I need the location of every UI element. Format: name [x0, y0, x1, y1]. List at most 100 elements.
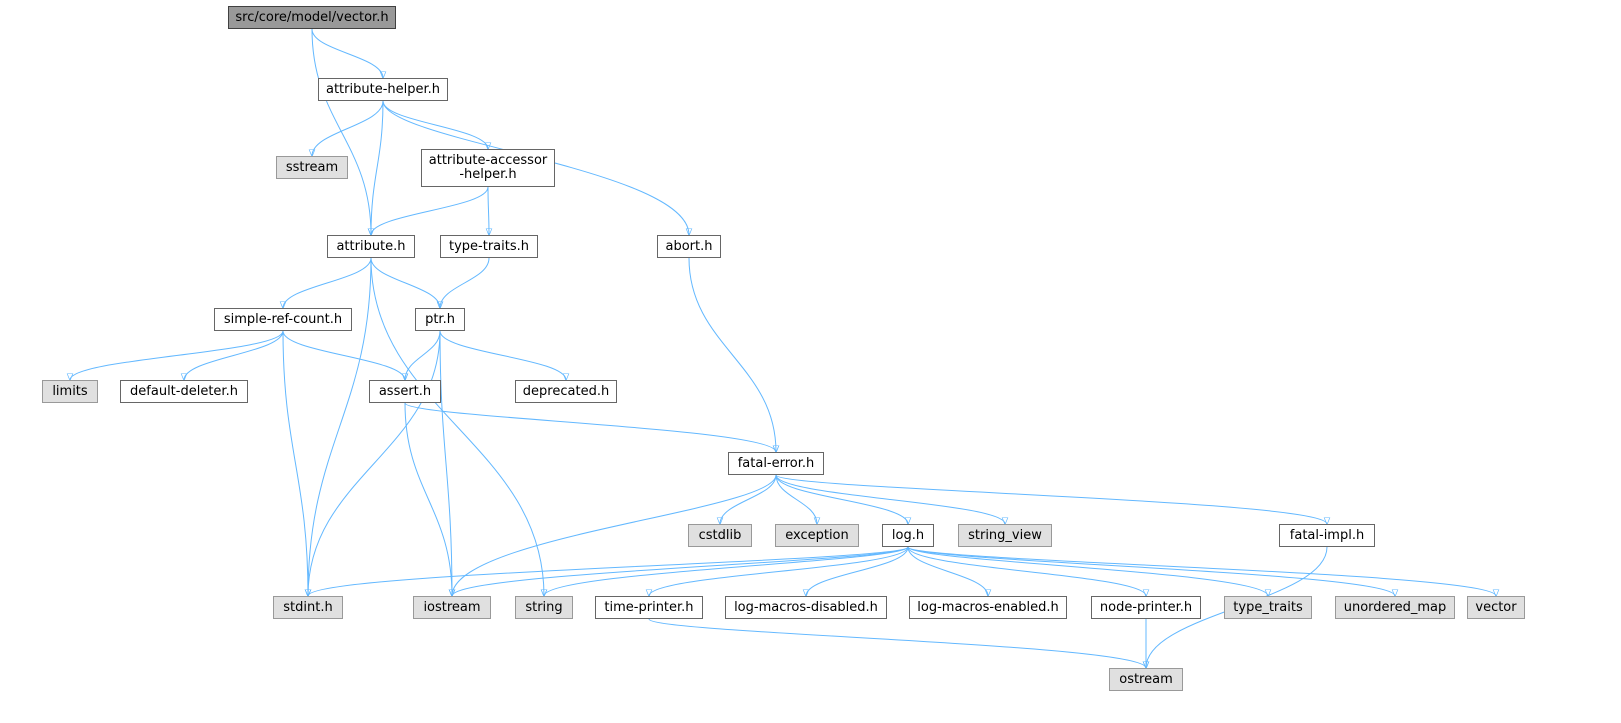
node-label: attribute.h	[336, 238, 406, 254]
node-label: attribute-helper.h	[325, 81, 441, 97]
node-ostream[interactable]: ostream	[1109, 668, 1183, 691]
edge-log_h-to-iostream	[452, 546, 909, 596]
node-fatal-error-h[interactable]: fatal-error.h	[728, 452, 824, 475]
edge-attribute_helper_h-to-attribute_h	[371, 100, 384, 235]
node-label: string	[525, 599, 563, 615]
node-deprecated-h[interactable]: deprecated.h	[515, 380, 617, 403]
node-time-printer-h[interactable]: time-printer.h	[595, 596, 703, 619]
node-label: fatal-impl.h	[1289, 527, 1365, 543]
node-label: time-printer.h	[604, 599, 694, 615]
edge-assert_h-to-iostream	[404, 402, 452, 596]
node-label: node-printer.h	[1099, 599, 1193, 615]
node-attribute-accessor-helper-h[interactable]: attribute-accessor -helper.h	[421, 149, 555, 187]
node-label: ptr.h	[425, 311, 455, 327]
node-vector[interactable]: vector	[1467, 596, 1525, 619]
node-label: vector	[1475, 599, 1517, 615]
edge-ptr_h-to-deprecated_h	[439, 330, 566, 380]
edge-log_h-to-time_printer_h	[649, 546, 909, 596]
edge-attribute_h-to-simple_ref_count_h	[283, 257, 372, 308]
edge-fatal_error_h-to-fatal_impl_h	[775, 474, 1327, 524]
edge-fatal_error_h-to-log_h	[775, 474, 908, 524]
edge-simple_ref_count_h-to-limits	[70, 330, 284, 380]
node-label: deprecated.h	[522, 383, 610, 399]
node-abort-h[interactable]: abort.h	[657, 235, 721, 258]
node-label: sstream	[285, 159, 339, 175]
node-log-macros-enabled-h[interactable]: log-macros-enabled.h	[909, 596, 1067, 619]
node-simple-ref-count-h[interactable]: simple-ref-count.h	[214, 308, 352, 331]
node-label: unordered_map	[1343, 599, 1447, 615]
edge-attribute_h-to-string	[370, 257, 544, 596]
edge-assert_h-to-fatal_error_h	[404, 402, 776, 452]
node-label: src/core/model/vector.h	[235, 9, 389, 25]
node-sstream[interactable]: sstream	[276, 156, 348, 179]
edge-abort_h-to-fatal_error_h	[688, 257, 776, 452]
edge-attribute_h-to-stdint_h	[308, 257, 372, 596]
node-string[interactable]: string	[515, 596, 573, 619]
node-cstdlib[interactable]: cstdlib	[688, 524, 752, 547]
node-label: abort.h	[665, 238, 713, 254]
node-iostream[interactable]: iostream	[413, 596, 491, 619]
node-fatal-impl-h[interactable]: fatal-impl.h	[1279, 524, 1375, 547]
node-label: cstdlib	[698, 527, 742, 543]
node-attribute-h[interactable]: attribute.h	[327, 235, 415, 258]
node-vector-h[interactable]: src/core/model/vector.h	[228, 6, 396, 29]
node-label: exception	[785, 527, 849, 543]
edge-log_h-to-log_macros_enabled_h	[907, 546, 988, 596]
node-assert-h[interactable]: assert.h	[369, 380, 441, 403]
node-label: ostream	[1119, 671, 1173, 687]
edge-ptr_h-to-stdint_h	[308, 330, 441, 596]
node-ptr-h[interactable]: ptr.h	[415, 308, 465, 331]
edge-log_h-to-log_macros_disabled_h	[806, 546, 909, 596]
edge-log_h-to-unordered_map	[907, 546, 1395, 596]
edge-time_printer_h-to-ostream	[648, 618, 1146, 668]
edge-vector_h-to-attribute_helper_h	[311, 28, 383, 78]
node-attribute-helper-h[interactable]: attribute-helper.h	[318, 78, 448, 101]
edge-attribute_helper_h-to-attribute_accessor_helper_h	[382, 100, 488, 149]
edge-fatal_error_h-to-iostream	[452, 474, 777, 596]
node-limits[interactable]: limits	[42, 380, 98, 403]
node-log-macros-disabled-h[interactable]: log-macros-disabled.h	[725, 596, 887, 619]
node-unordered-map[interactable]: unordered_map	[1335, 596, 1455, 619]
node-default-deleter-h[interactable]: default-deleter.h	[120, 380, 248, 403]
node-string-view[interactable]: string_view	[958, 524, 1052, 547]
node-node-printer-h[interactable]: node-printer.h	[1091, 596, 1201, 619]
edge-log_h-to-node_printer_h	[907, 546, 1146, 596]
edge-fatal_error_h-to-exception	[775, 474, 817, 524]
edge-log_h-to-string	[544, 546, 909, 596]
edge-fatal_error_h-to-cstdlib	[720, 474, 777, 524]
edge-simple_ref_count_h-to-stdint_h	[282, 330, 308, 596]
node-log-h[interactable]: log.h	[882, 524, 934, 547]
edge-simple_ref_count_h-to-default_deleter_h	[184, 330, 284, 380]
edge-attribute_accessor_helper_h-to-type_traits_h	[488, 186, 489, 235]
node-label: log-macros-disabled.h	[734, 599, 878, 615]
node-label: simple-ref-count.h	[223, 311, 343, 327]
node-type-traits[interactable]: type_traits	[1224, 596, 1312, 619]
node-label: attribute-accessor -helper.h	[428, 153, 548, 182]
node-type-traits-h[interactable]: type-traits.h	[440, 235, 538, 258]
node-label: type_traits	[1233, 599, 1303, 615]
edge-log_h-to-vector	[907, 546, 1496, 596]
edge-log_h-to-type_traits	[907, 546, 1268, 596]
node-stdint-h[interactable]: stdint.h	[273, 596, 343, 619]
node-label: string_view	[968, 527, 1042, 543]
edge-attribute_accessor_helper_h-to-attribute_h	[371, 186, 489, 235]
edge-attribute_helper_h-to-sstream	[312, 100, 384, 156]
node-label: assert.h	[378, 383, 432, 399]
node-label: log-macros-enabled.h	[917, 599, 1059, 615]
node-label: stdint.h	[283, 599, 333, 615]
node-label: default-deleter.h	[130, 383, 238, 399]
node-label: fatal-error.h	[737, 455, 815, 471]
node-label: log.h	[891, 527, 925, 543]
edge-simple_ref_count_h-to-assert_h	[282, 330, 405, 380]
edge-vector_h-to-attribute_h	[311, 28, 371, 235]
node-label: type-traits.h	[449, 238, 529, 254]
edge-type_traits_h-to-ptr_h	[440, 257, 490, 308]
edge-ptr_h-to-assert_h	[405, 330, 441, 380]
node-label: iostream	[423, 599, 481, 615]
edge-log_h-to-stdint_h	[308, 546, 909, 596]
node-exception[interactable]: exception	[775, 524, 859, 547]
node-label: limits	[52, 383, 88, 399]
edge-fatal_error_h-to-string_view	[775, 474, 1005, 524]
